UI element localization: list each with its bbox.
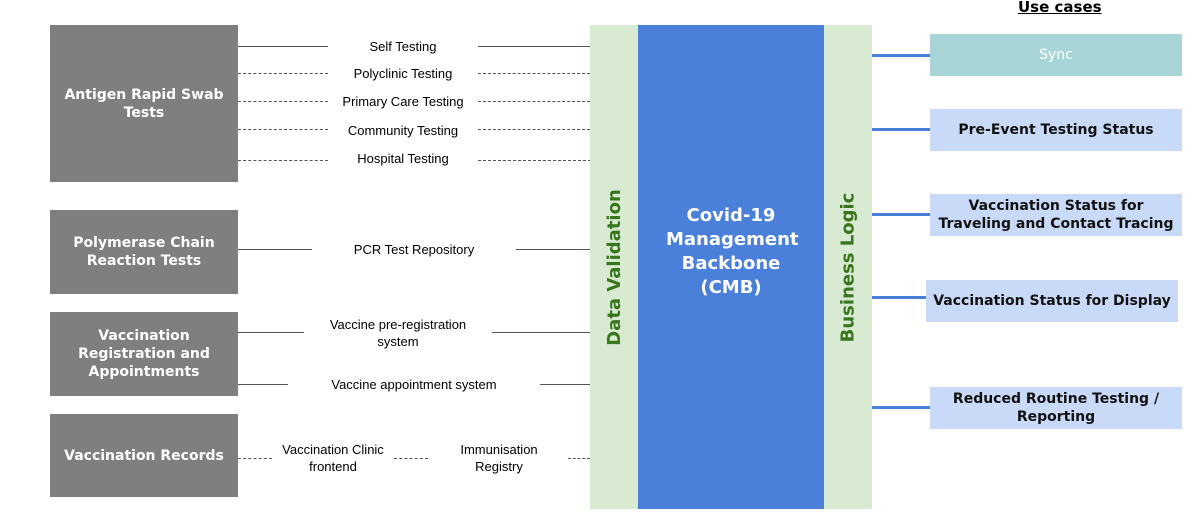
data-validation-label: Data Validation xyxy=(603,188,625,346)
data-validation-layer[interactable]: Data Validation xyxy=(590,25,638,509)
source-box-pcr-tests[interactable]: Polymerase Chain Reaction Tests xyxy=(50,210,238,294)
connector-line-dashed xyxy=(478,73,590,74)
business-logic-layer[interactable]: Business Logic xyxy=(824,25,872,509)
use-case-reduced-routine-testing[interactable]: Reduced Routine Testing / Reporting xyxy=(930,387,1182,429)
connector-line xyxy=(478,46,590,47)
connector-line-dashed xyxy=(238,101,328,102)
connector-line xyxy=(238,384,288,385)
connector-line xyxy=(238,249,312,250)
connector-line-dashed xyxy=(478,129,590,130)
channel-self-testing: Self Testing xyxy=(369,39,437,54)
channel-vaccine-appointment: Vaccine appointment system xyxy=(331,377,497,392)
source-box-vaccination-records[interactable]: Vaccination Records xyxy=(50,414,238,497)
use-case-connector xyxy=(872,296,926,299)
connector-line xyxy=(238,46,328,47)
channel-polyclinic-testing: Polyclinic Testing xyxy=(353,66,453,81)
channel-immunisation-registry: Immunisation Registry xyxy=(460,442,538,474)
connector-line xyxy=(238,332,304,333)
use-case-connector xyxy=(872,213,930,216)
connector-line-dashed xyxy=(478,101,590,102)
channel-community-testing: Community Testing xyxy=(347,123,459,138)
use-case-connector xyxy=(872,54,930,57)
connector-line-dashed xyxy=(238,129,328,130)
source-box-vaccination-registration[interactable]: Vaccination Registration and Appointment… xyxy=(50,312,238,396)
cmb-backbone[interactable]: Covid-19 Management Backbone (CMB) xyxy=(638,25,824,509)
channel-vaccine-preregistration: Vaccine pre-registration system xyxy=(329,317,467,349)
business-logic-label: Business Logic xyxy=(837,192,859,342)
use-case-sync[interactable]: Sync xyxy=(930,34,1182,76)
connector-line-dashed xyxy=(238,73,328,74)
use-case-pre-event-testing[interactable]: Pre-Event Testing Status xyxy=(930,109,1182,151)
connector-line-dashed xyxy=(394,458,428,459)
use-case-connector xyxy=(872,406,930,409)
connector-line-dashed xyxy=(478,160,596,161)
use-case-vaccination-display[interactable]: Vaccination Status for Display xyxy=(926,280,1178,322)
connector-line xyxy=(516,249,590,250)
connector-line xyxy=(492,332,590,333)
channel-primary-care-testing: Primary Care Testing xyxy=(342,94,464,109)
connector-line-dashed xyxy=(238,458,272,459)
connector-line-dashed xyxy=(238,160,328,161)
cmb-label: Covid-19 Management Backbone (CMB) xyxy=(666,205,799,298)
channel-vaccination-clinic-frontend: Vaccination Clinic frontend xyxy=(282,442,384,474)
use-case-connector xyxy=(872,128,930,131)
connector-line-dashed xyxy=(568,458,590,459)
channel-hospital-testing: Hospital Testing xyxy=(357,151,449,166)
connector-line xyxy=(540,384,590,385)
channel-pcr-test-repository: PCR Test Repository xyxy=(353,242,475,257)
use-case-vaccination-traveling[interactable]: Vaccination Status for Traveling and Con… xyxy=(930,194,1182,236)
source-box-antigen-rapid-swab[interactable]: Antigen Rapid Swab Tests xyxy=(50,25,238,182)
use-cases-title: Use cases xyxy=(1018,0,1102,16)
